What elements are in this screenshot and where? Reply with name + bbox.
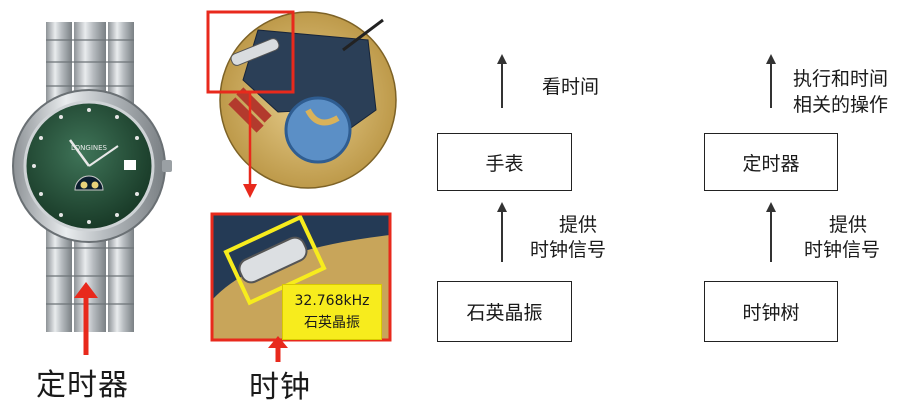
clock-caption: 时钟 [249, 370, 311, 405]
stem [342, 18, 384, 52]
watch-mid-label-2: 时钟信号 [530, 239, 607, 261]
battery [284, 96, 352, 164]
watch-crown [162, 160, 172, 172]
crystal-name: 石英晶振 [304, 315, 360, 331]
hour-hand [68, 139, 91, 167]
bracelet-top [46, 22, 134, 112]
crystal-large [238, 236, 308, 284]
diagram-watch-arrows [497, 54, 507, 262]
timer-box-bottom: 时钟树 [704, 281, 838, 342]
clock-arrow-head [268, 336, 288, 348]
watch-box-bottom: 石英晶振 [437, 281, 572, 342]
date-window [124, 160, 136, 170]
highlight-box-bottom [210, 212, 392, 342]
watch-mid-label-1: 提供 [558, 214, 597, 236]
timer-mid-label-2: 时钟信号 [804, 239, 881, 261]
bracelet-bottom [46, 222, 134, 332]
watch-caption: 定时器 [36, 368, 129, 403]
crystal-frequency: 32.768kHz [294, 293, 370, 309]
brand-text: LONGINES [71, 144, 108, 152]
watch-illustration: LONGINES [12, 22, 172, 355]
crystal-small [230, 38, 280, 66]
timer-mid-label-1: 提供 [828, 214, 867, 236]
timer-box-top: 定时器 [704, 133, 838, 191]
watch-arrow-head [74, 282, 98, 298]
movement-illustration [206, 10, 397, 362]
crystal-label: 32.768kHz 石英晶振 [282, 284, 382, 340]
diagram-timer-arrows [766, 54, 776, 262]
watch-top-label: 看时间 [542, 76, 600, 98]
minute-hand [88, 145, 119, 167]
hour-markers [32, 108, 139, 224]
zoom-arrow-head [243, 184, 257, 198]
timer-top-label-1: 执行和时间 [793, 68, 889, 90]
timer-top-label-2: 相关的操作 [793, 94, 889, 116]
watch-box-top: 手表 [437, 133, 572, 191]
